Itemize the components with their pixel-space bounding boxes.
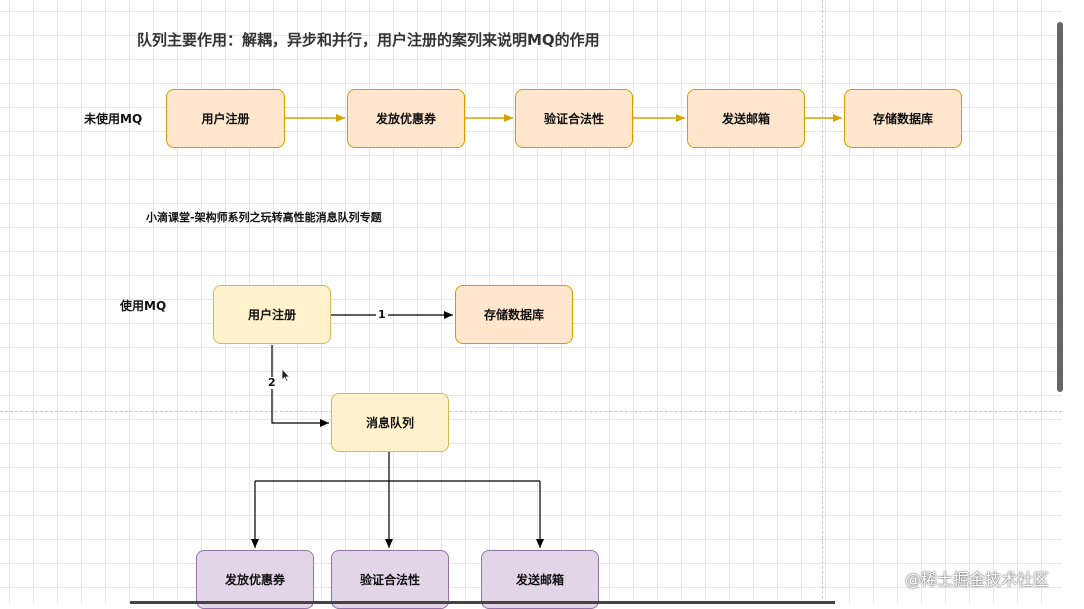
- step-label: 验证合法性: [543, 112, 604, 126]
- label-without-mq[interactable]: 未使用MQ: [84, 112, 143, 126]
- mq-user-register[interactable]: 用户注册: [213, 285, 331, 344]
- step-label: 存储数据库: [872, 112, 933, 126]
- edge-register-to-queue[interactable]: [271, 345, 329, 427]
- node-label: 消息队列: [365, 416, 414, 430]
- step-label: 发送邮箱: [721, 112, 770, 126]
- horizontal-scrollbar[interactable]: [130, 601, 835, 604]
- watermark: @稀土掘金技术社区: [905, 570, 1050, 589]
- message-queue[interactable]: 消息队列: [331, 393, 449, 452]
- step-validate[interactable]: 验证合法性: [515, 89, 633, 148]
- mq-store-database[interactable]: 存储数据库: [455, 285, 573, 344]
- node-label: 用户注册: [247, 308, 296, 322]
- step-send-email[interactable]: 发送邮箱: [687, 89, 805, 148]
- connector-layer: [251, 114, 842, 548]
- step-label: 发放优惠券: [375, 112, 436, 126]
- step-issue-coupon[interactable]: 发放优惠券: [347, 89, 465, 148]
- diagram-title[interactable]: 队列主要作用：解耦，异步和并行，用户注册的案列来说明MQ的作用: [137, 31, 600, 49]
- page-break-horizontal: [0, 411, 1062, 412]
- label-with-mq[interactable]: 使用MQ: [120, 299, 167, 313]
- course-subtitle[interactable]: 小滴课堂-架构师系列之玩转高性能消息队列专题: [146, 211, 382, 224]
- step-label: 用户注册: [201, 112, 250, 126]
- consumer-validate[interactable]: 验证合法性: [331, 550, 449, 609]
- consumer-send-email[interactable]: 发送邮箱: [481, 550, 599, 609]
- page-break-vertical: [822, 0, 823, 604]
- node-label: 发送邮箱: [515, 573, 564, 587]
- node-label: 存储数据库: [483, 308, 544, 322]
- edge-label-1[interactable]: 1: [376, 308, 388, 321]
- node-label: 发放优惠券: [224, 573, 285, 587]
- consumer-issue-coupon[interactable]: 发放优惠券: [196, 550, 314, 609]
- node-label: 验证合法性: [359, 573, 420, 587]
- scrollbar-thumb[interactable]: [1057, 22, 1063, 392]
- mouse-cursor-icon: [281, 368, 291, 382]
- step-user-register[interactable]: 用户注册: [166, 89, 285, 148]
- edge-label-2[interactable]: 2: [266, 376, 278, 389]
- scrollbar-track[interactable]: [1062, 0, 1084, 604]
- step-store-database[interactable]: 存储数据库: [844, 89, 962, 148]
